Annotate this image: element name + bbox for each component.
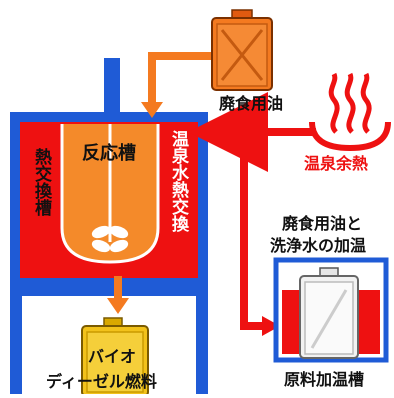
hot-spring-heat-flow bbox=[188, 92, 316, 336]
right-leg bbox=[196, 288, 208, 394]
heating-caption-line1: 廃食用油と bbox=[282, 214, 363, 233]
hot-spring-heat-exchange-label: 温泉水熱交換 bbox=[168, 130, 190, 232]
jerrycan-icon bbox=[81, 317, 149, 397]
jerrycan-icon bbox=[211, 9, 273, 91]
biodiesel-label-line1: バイオ bbox=[88, 347, 137, 366]
frame-crossbar bbox=[10, 288, 208, 296]
hot-spring-icon bbox=[309, 72, 391, 152]
stirrer-icon bbox=[91, 124, 129, 253]
raw-material-heating-tank bbox=[273, 257, 389, 363]
product-outlet-arrow bbox=[107, 276, 129, 314]
heat-exchange-tank-text: 熱交換槽 bbox=[31, 148, 52, 216]
waste-oil-label: 廃食用油 bbox=[219, 94, 284, 113]
waste-oil-feed-arrow bbox=[141, 52, 212, 118]
reaction-tank-label: 反応槽 bbox=[82, 143, 136, 164]
raw-material-heating-tank-label: 原料加温槽 bbox=[284, 370, 365, 389]
left-leg bbox=[10, 288, 22, 394]
top-inlet-pipe bbox=[104, 58, 120, 118]
reaction-vessel bbox=[60, 124, 160, 264]
heating-caption-line2: 洗浄水の加温 bbox=[270, 236, 367, 255]
hot-spring-heat-exchange-text: 温泉水熱交換 bbox=[168, 130, 189, 232]
jerrycan-icon bbox=[299, 267, 359, 359]
biodiesel-label-line2: ディーゼル燃料 bbox=[46, 372, 157, 391]
hot-spring-heat-label: 温泉余熱 bbox=[304, 154, 369, 173]
heat-exchange-tank-label: 熱交換槽 bbox=[31, 148, 53, 216]
